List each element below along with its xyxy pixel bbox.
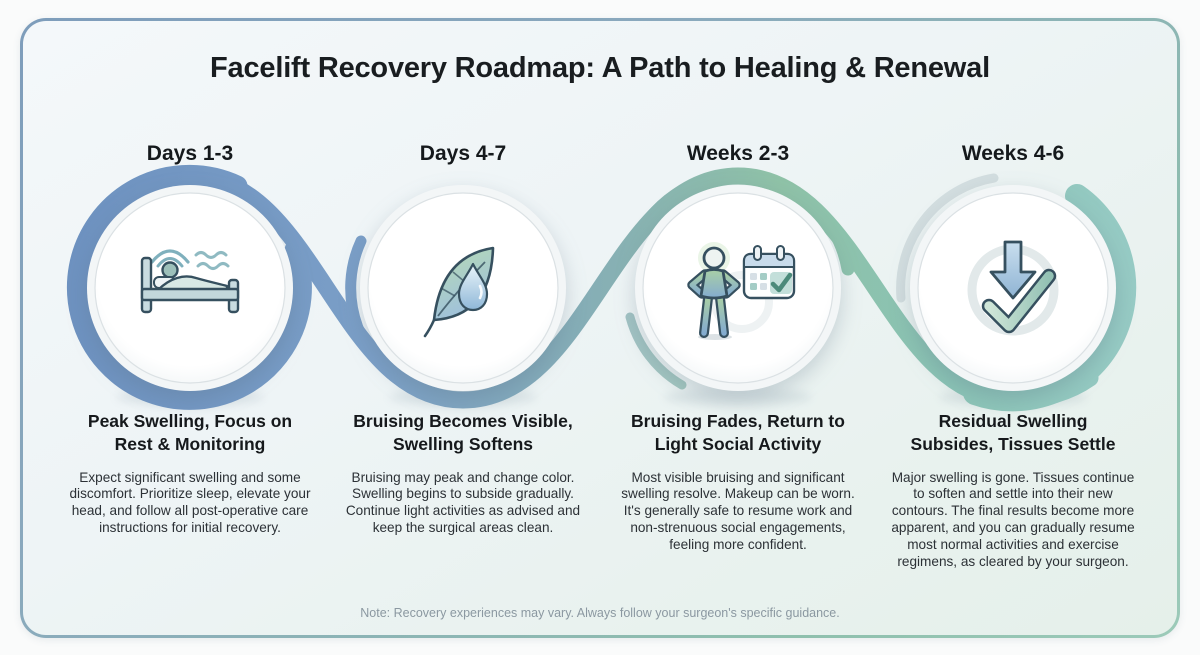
stage4-title: Residual Swelling Subsides, Tissues Sett… — [910, 411, 1116, 455]
stage2-title: Bruising Becomes Visible, Swelling Softe… — [353, 411, 573, 455]
stage2-text-column: Bruising Becomes Visible, Swelling Softe… — [335, 410, 591, 537]
stage3-text-column: Bruising Fades, Return to Light Social A… — [610, 410, 866, 554]
stage4-text-column: Residual Swelling Subsides, Tissues Sett… — [885, 410, 1141, 571]
disclaimer-note: Note: Recovery experiences may vary. Alw… — [360, 606, 840, 620]
page-title: Facelift Recovery Roadmap: A Path to Hea… — [210, 52, 990, 84]
stage1-text-column: Peak Swelling, Focus on Rest & Monitorin… — [62, 410, 318, 537]
stage3-period-label: Weeks 2-3 — [686, 142, 790, 165]
stage2-description: Bruising may peak and change color. Swel… — [345, 469, 581, 536]
stage3-description: Most visible bruising and significant sw… — [621, 469, 855, 552]
stage1-period-label: Days 1-3 — [146, 142, 234, 165]
stage3-title: Bruising Fades, Return to Light Social A… — [631, 411, 845, 455]
stage1-description: Expect significant swelling and some dis… — [69, 469, 311, 536]
stage4-period-label: Weeks 4-6 — [961, 142, 1065, 165]
stage1-title: Peak Swelling, Focus on Rest & Monitorin… — [87, 411, 293, 455]
stage4-description: Major swelling is gone. Tissues continue… — [891, 469, 1135, 569]
stage2-period-label: Days 4-7 — [419, 142, 507, 165]
